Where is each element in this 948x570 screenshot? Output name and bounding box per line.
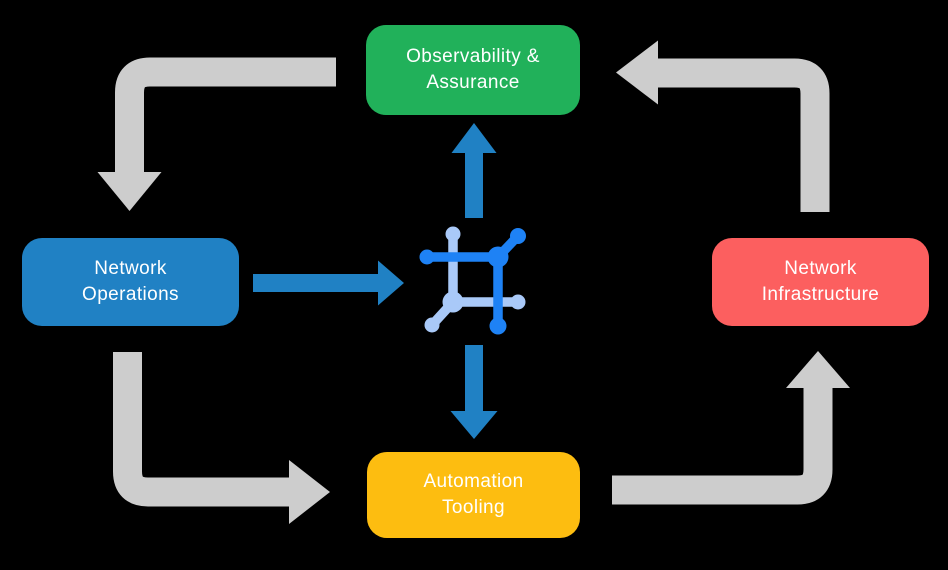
node-label-line: Operations [82,284,179,305]
flow-arrowhead-up [451,123,497,153]
flow-arrowhead-down [450,411,498,439]
node-label-line: Network [784,258,857,279]
flow-arrow-center-to-observability [451,123,497,218]
cycle-arrowhead-left [616,40,658,105]
cycle-arrowhead-down [97,172,162,211]
node-label-line: Automation [423,471,524,492]
cycle-arrow-bar [115,57,336,173]
network-mesh-icon [419,226,526,335]
flow-arrow-center-to-automation [450,345,498,439]
icon-dark-node-left [419,249,435,265]
node-label-line: Network [94,258,167,279]
icon-light-node-bottom-left [424,317,440,333]
cycle-arrow-bar [612,388,833,505]
node-label-line: Assurance [426,72,520,93]
icon-light-junction-dot [442,291,464,313]
icon-light-node-top [445,226,461,242]
node-label-line: Observability & [406,46,540,67]
cycle-arrow-bar [657,58,830,212]
cycle-arrow-automation-to-infrastructure [612,351,850,505]
icon-dark-node-top-right [510,228,526,244]
icon-light-node-right [510,294,526,310]
cycle-arrow-operations-to-automation [113,352,330,524]
flow-arrowhead-right [378,260,404,306]
node-label-line: Infrastructure [761,284,880,305]
cycle-arrow-observability-to-operations [97,57,336,211]
node-network-operations: Network Operations [22,238,239,326]
icon-dark-junction-dot [487,246,509,268]
cycle-arrow-bar [113,352,290,507]
cycle-arrow-infrastructure-to-observability [616,40,830,212]
node-observability-assurance: Observability & Assurance [366,25,580,115]
flow-arrow-operations-to-center [253,260,404,306]
icon-dark-node-bottom [489,317,507,335]
cycle-arrowhead-right [289,460,330,524]
cycle-arrowhead-up [786,351,850,388]
node-automation-tooling: Automation Tooling [367,452,580,538]
node-network-infrastructure: Network Infrastructure [712,238,929,326]
node-label-line: Tooling [441,497,505,518]
